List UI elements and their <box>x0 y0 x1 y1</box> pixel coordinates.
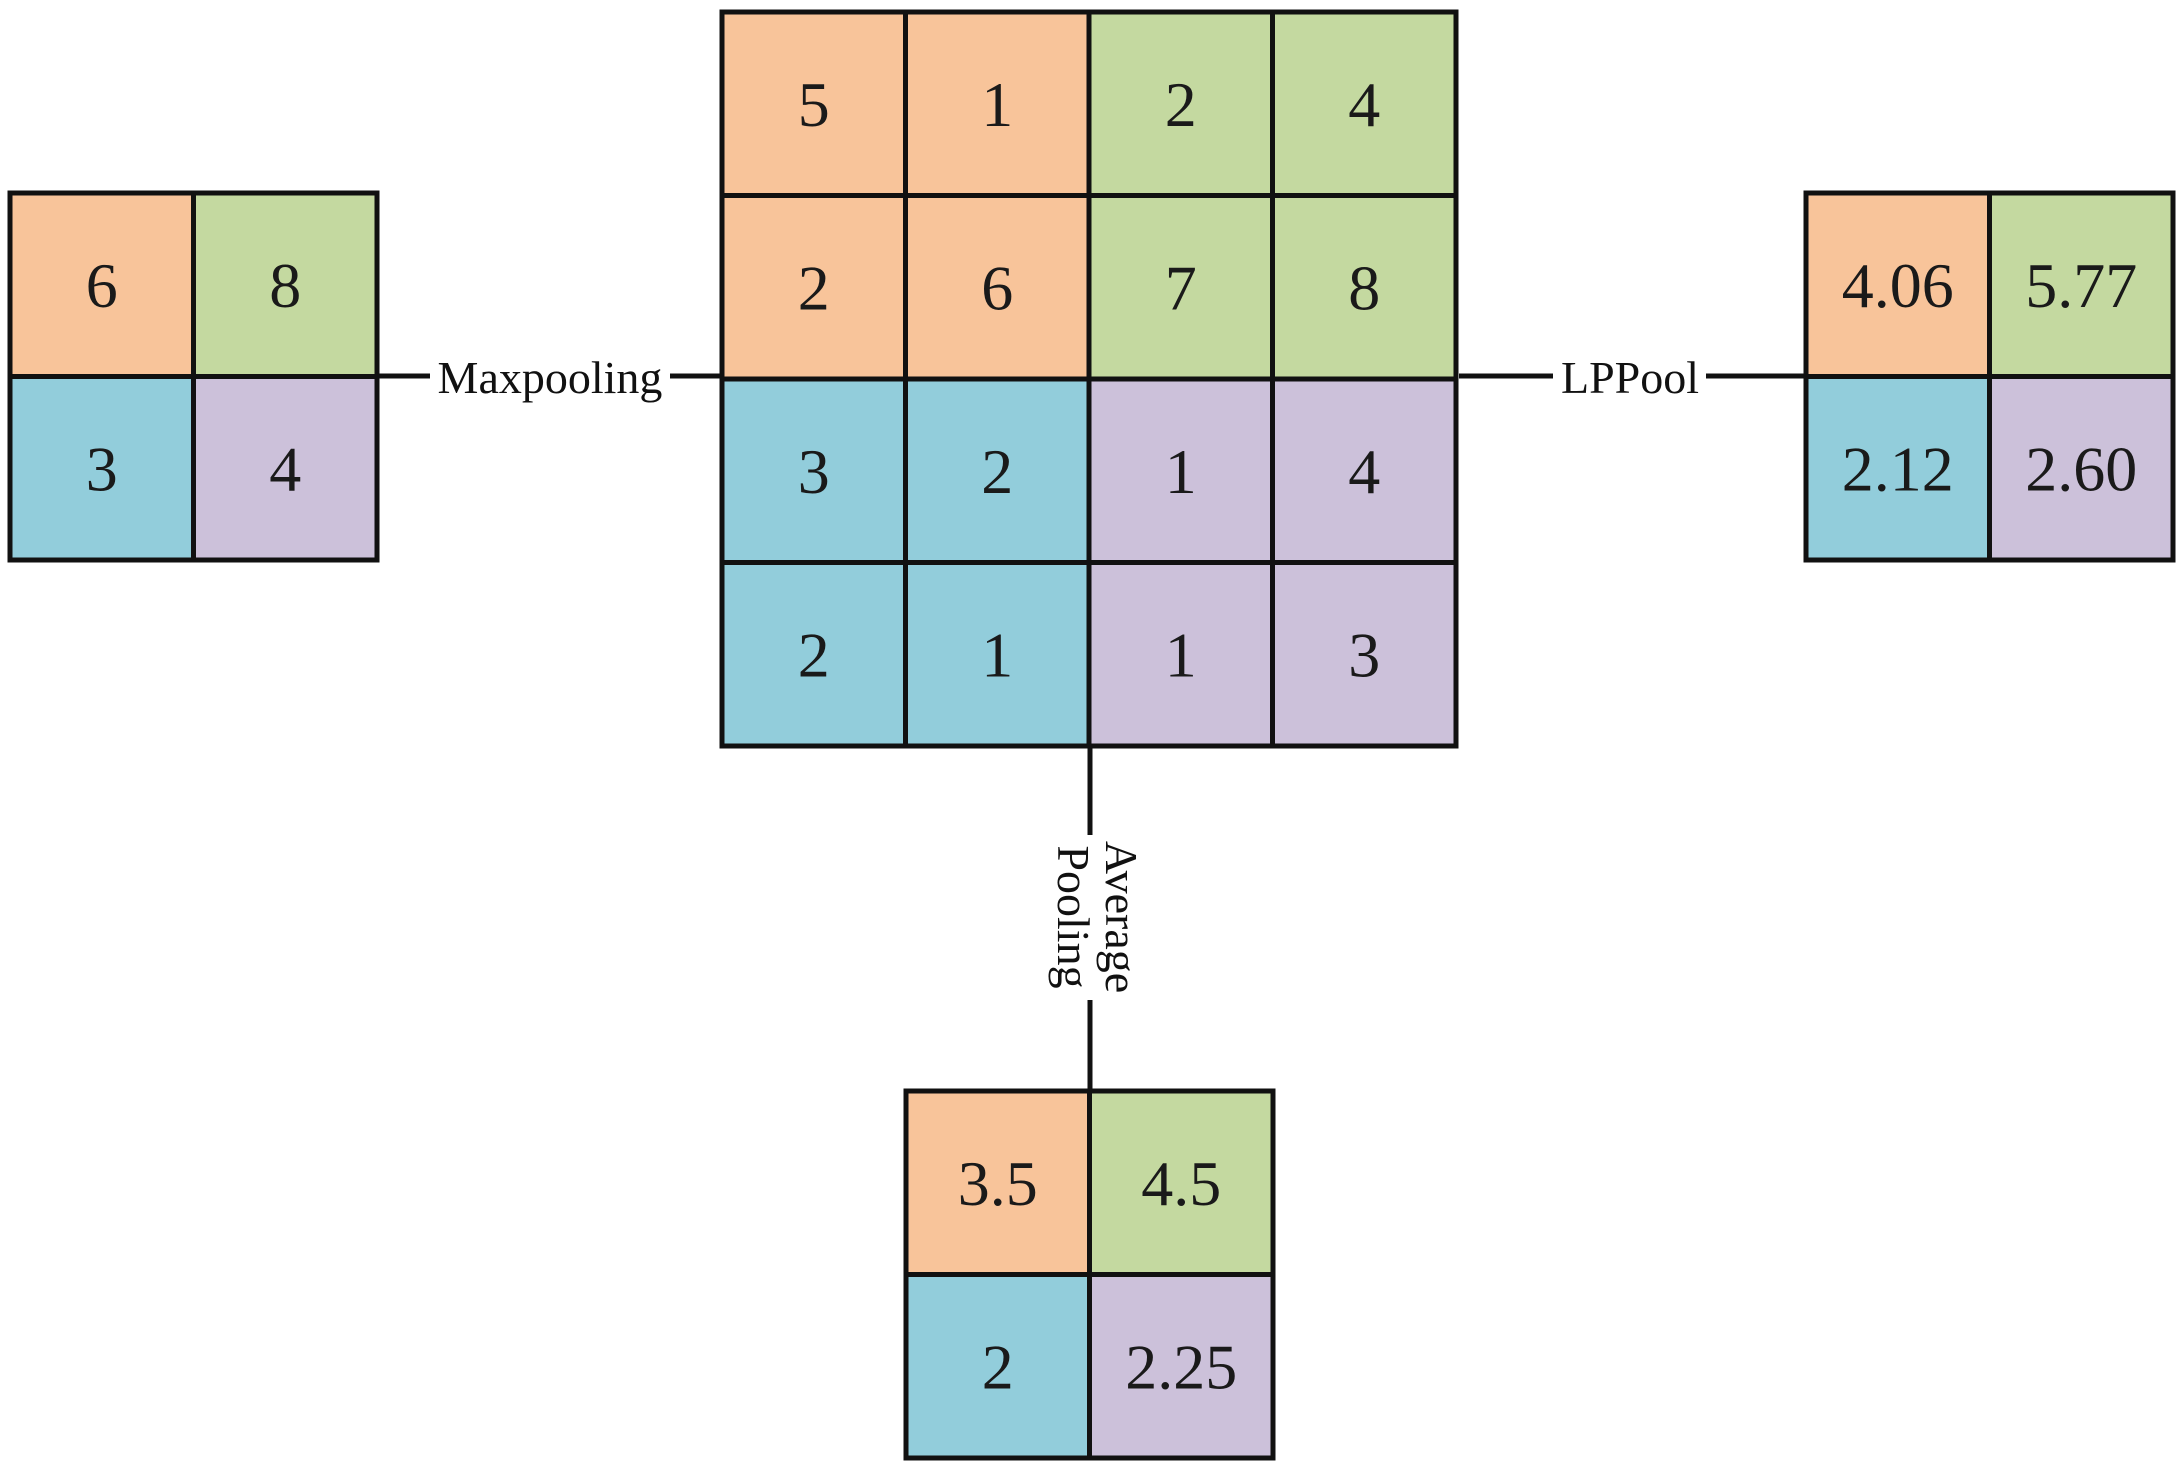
input-cell-value: 4 <box>1348 69 1380 140</box>
avgpool-cell-value: 3.5 <box>958 1148 1038 1219</box>
lppool-label: LPPool <box>1561 352 1699 403</box>
maxpool-output-grid: 6 8 3 4 <box>7 190 380 563</box>
lppool-cell-bg <box>1803 374 1992 563</box>
input-cell-value: 1 <box>981 69 1013 140</box>
input-cell-value: 2 <box>798 619 830 690</box>
input-cell-bg <box>1270 376 1459 565</box>
lppool-cell-value: 2.12 <box>1842 433 1954 504</box>
avgpool-label-line2: Pooling <box>1048 845 1099 988</box>
lppool-output-grid: 4.06 5.77 2.12 2.60 <box>1803 190 2176 563</box>
maxpool-cell-value: 4 <box>269 433 301 504</box>
lppool-cell-bg <box>1987 190 2176 379</box>
input-cell-bg <box>903 376 1092 565</box>
maxpool-label: Maxpooling <box>438 352 663 403</box>
input-cell-value: 3 <box>1348 619 1380 690</box>
input-cell-value: 1 <box>1165 436 1197 507</box>
avgpool-cell-bg <box>903 1272 1092 1461</box>
input-cell-value: 4 <box>1348 436 1380 507</box>
input-cell-value: 1 <box>1165 619 1197 690</box>
avgpool-output-grid: 3.5 4.5 2 2.25 <box>903 1088 1276 1461</box>
input-cell-value: 6 <box>981 252 1013 323</box>
input-feature-map: 5 1 2 4 2 6 7 8 3 2 1 4 2 1 1 3 <box>719 9 1459 749</box>
avgpool-cell-value: 2.25 <box>1125 1331 1237 1402</box>
lppool-cell-value: 4.06 <box>1842 250 1954 321</box>
input-cell-value: 2 <box>981 436 1013 507</box>
input-cell-bg <box>719 193 908 382</box>
maxpool-cell-bg <box>191 374 380 563</box>
input-cell-bg <box>1086 193 1275 382</box>
avgpool-label-line1: Average <box>1096 841 1147 993</box>
maxpool-cell-bg <box>191 190 380 379</box>
avgpool-cell-bg <box>1087 1088 1276 1277</box>
maxpool-cell-value: 6 <box>86 250 118 321</box>
input-cell-value: 8 <box>1348 252 1380 323</box>
input-cell-value: 2 <box>1165 69 1197 140</box>
avgpool-label: Average Pooling <box>1048 841 1147 993</box>
lppool-cell-value: 5.77 <box>2025 250 2137 321</box>
avgpool-cell-bg <box>1087 1272 1276 1461</box>
input-cell-bg <box>1270 193 1459 382</box>
maxpool-cell-value: 3 <box>86 433 118 504</box>
maxpool-cell-bg <box>7 190 196 379</box>
maxpool-cell-value: 8 <box>269 250 301 321</box>
avgpool-cell-value: 4.5 <box>1141 1148 1221 1219</box>
input-cell-bg <box>719 560 908 749</box>
lppool-cell-value: 2.60 <box>2025 433 2137 504</box>
input-cell-value: 7 <box>1165 252 1197 323</box>
input-cell-bg <box>903 560 1092 749</box>
input-cell-value: 2 <box>798 252 830 323</box>
avgpool-cell-value: 2 <box>982 1331 1014 1402</box>
input-cell-bg <box>903 193 1092 382</box>
input-cell-bg <box>1270 560 1459 749</box>
input-cell-value: 5 <box>798 69 830 140</box>
input-cell-value: 3 <box>798 436 830 507</box>
input-cell-value: 1 <box>981 619 1013 690</box>
lppool-cell-bg <box>1987 374 2176 563</box>
